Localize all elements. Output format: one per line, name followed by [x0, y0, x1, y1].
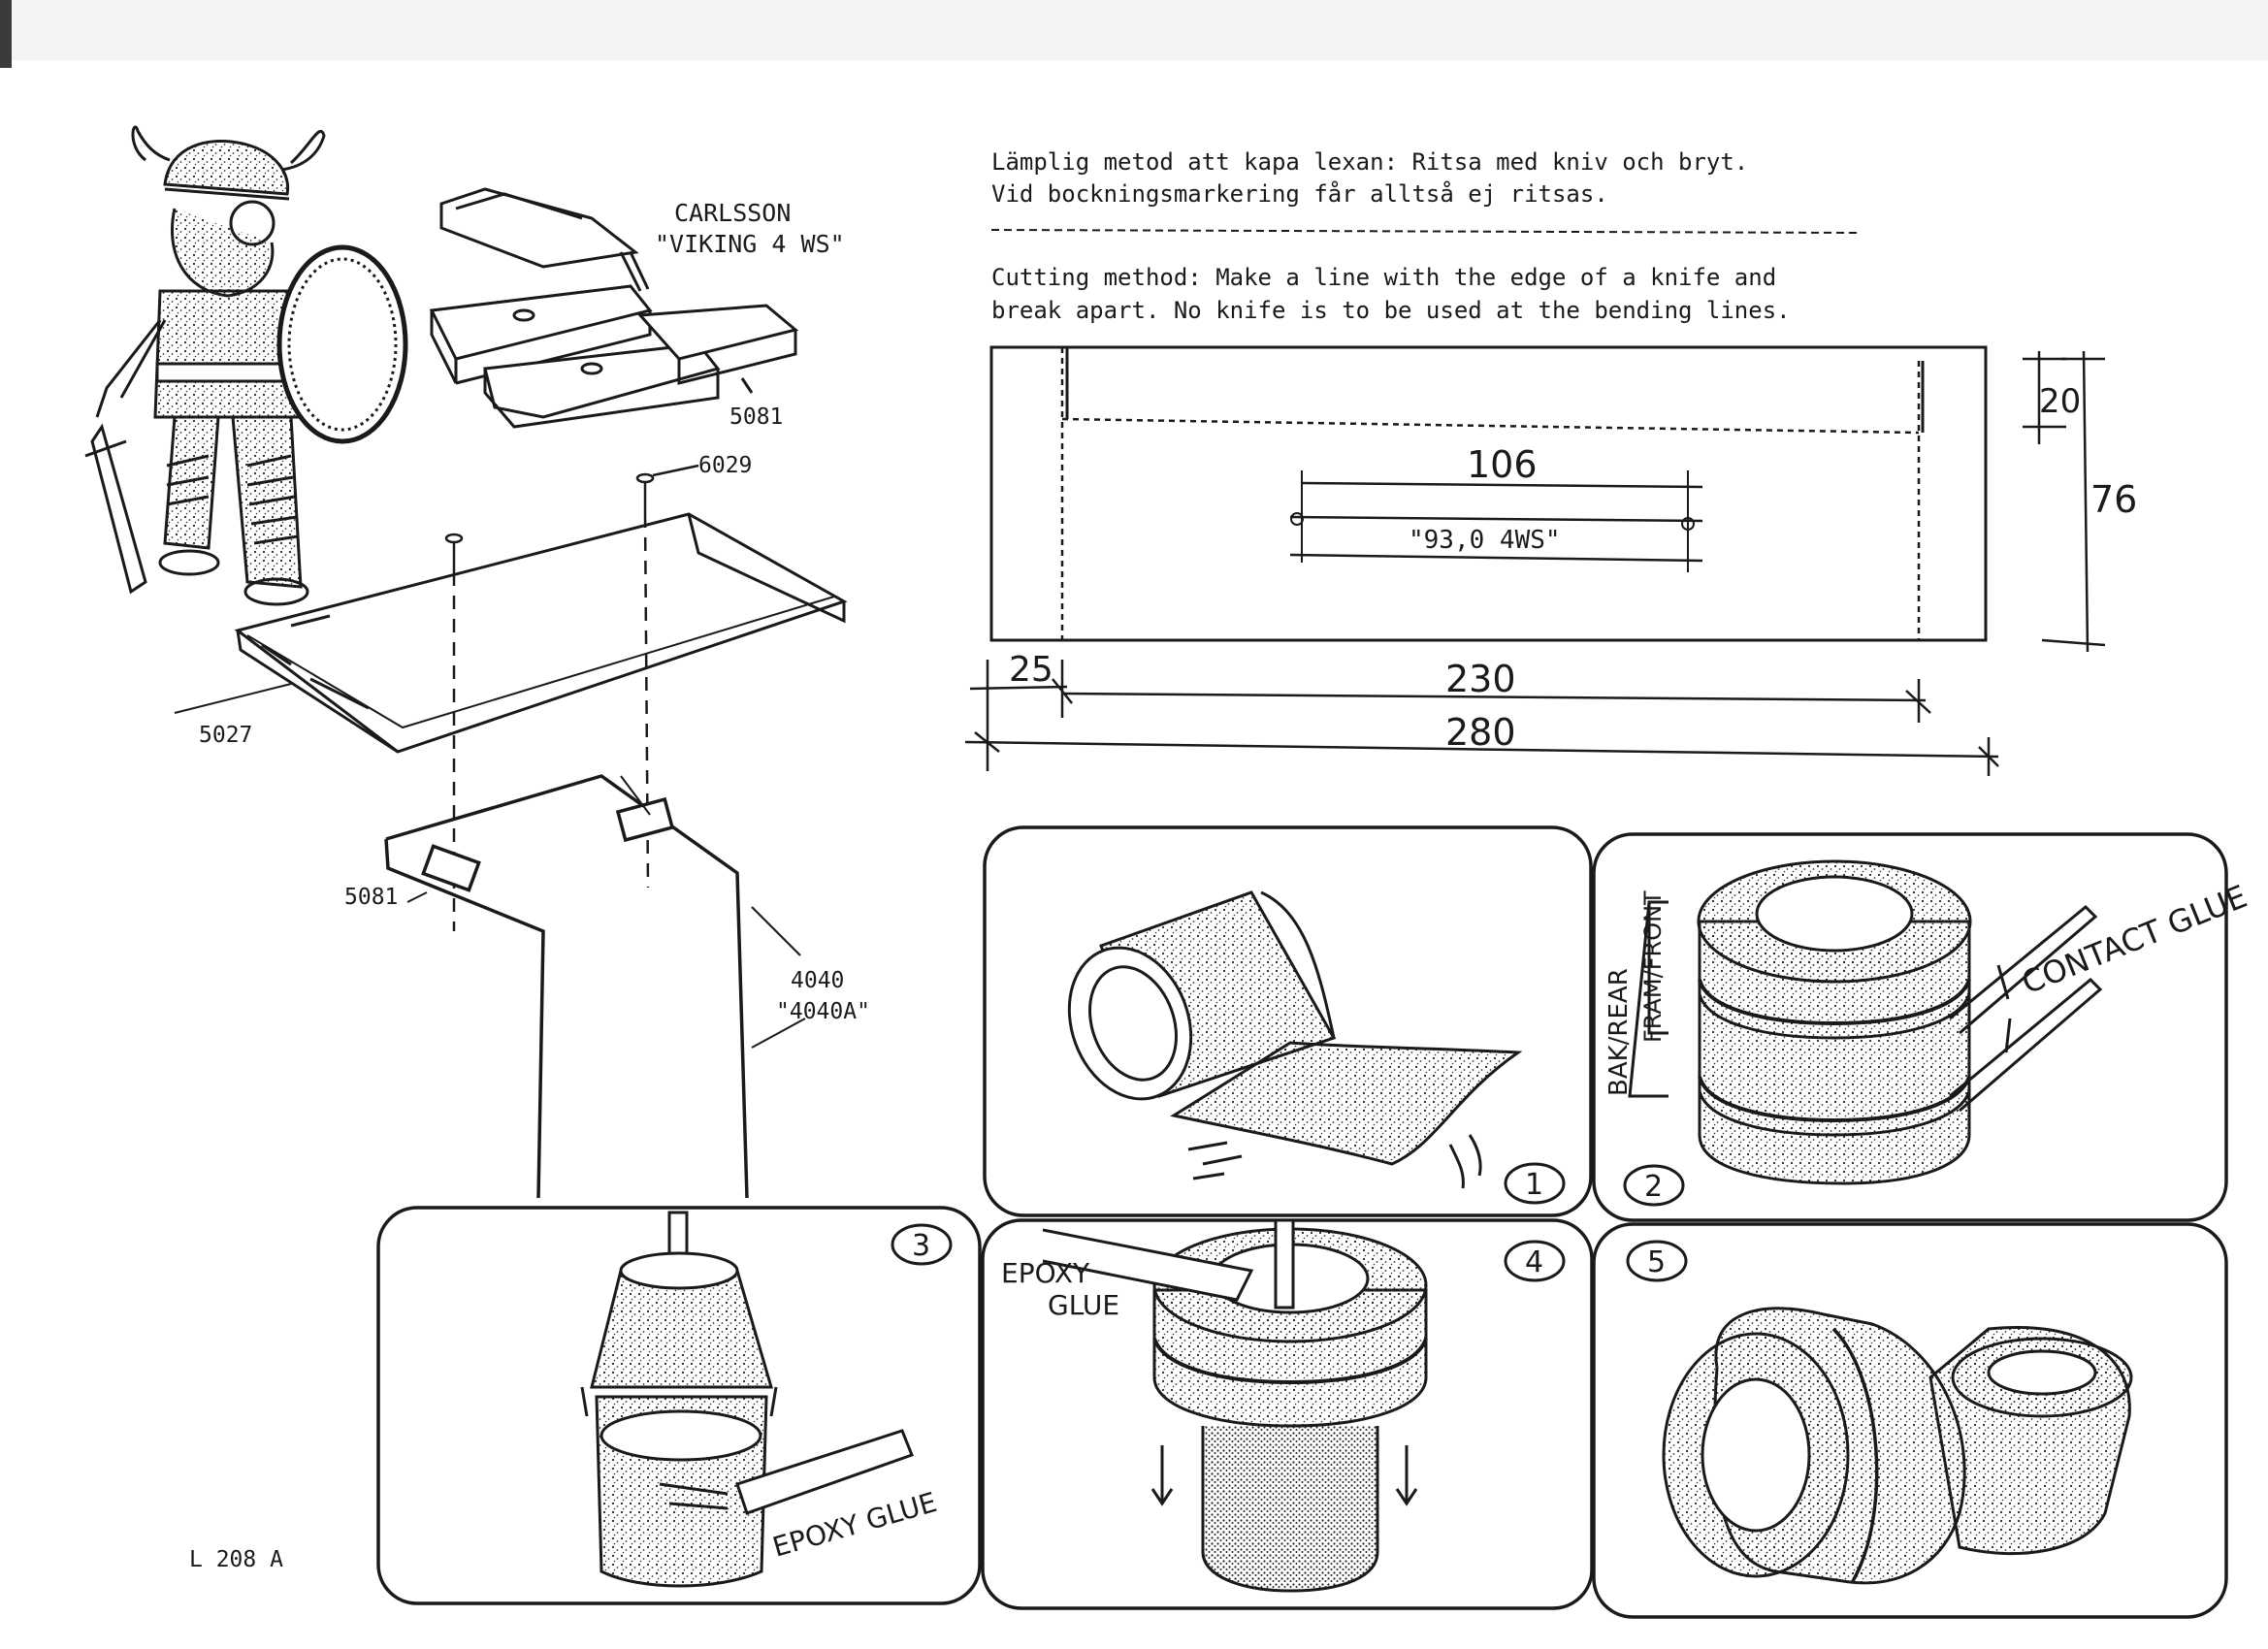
part-label-6029: 6029 [698, 453, 752, 478]
instruction-swedish-line1: Lämplig metod att kapa lexan: Ritsa med … [991, 148, 1748, 176]
dim-20-label: 20 [2039, 382, 2081, 421]
step-number-badges [891, 1162, 1688, 1282]
step1-sanding-drawing [1067, 890, 1523, 1189]
step-1-number: 1 [1525, 1168, 1543, 1202]
part-label-5081-left: 5081 [344, 885, 398, 910]
step-4-number: 4 [1525, 1245, 1543, 1279]
bak-rear-label: BAK/REAR [1604, 968, 1634, 1096]
dim-230-label: 230 [1445, 658, 1516, 700]
part-4040-wire-chassis [384, 774, 806, 1199]
template-dimension-lines [964, 350, 2106, 776]
sheet-code: L 208 A [189, 1547, 283, 1572]
step-3-badge [891, 1223, 953, 1266]
instruction-english-line1: Cutting method: Make a line with the edg… [991, 264, 1776, 291]
step-5-number: 5 [1647, 1245, 1666, 1279]
scan-edge-mark [0, 0, 12, 68]
epoxy-label-step4-line1: EPOXY [1001, 1257, 1090, 1289]
lexan-cut-template [989, 345, 1988, 642]
step-5-badge [1626, 1240, 1688, 1282]
dim-25-label: 25 [1009, 650, 1053, 690]
part-label-4040: 4040 [791, 968, 844, 993]
instruction-divider [990, 229, 1859, 234]
dim-280-label: 280 [1445, 711, 1516, 754]
part-6029-screws [444, 464, 699, 572]
contact-glue-label: CONTACT GLUE [2017, 878, 2252, 1002]
step4-epoxy-drawing [1042, 1218, 1428, 1593]
viking-mascot-icon [84, 125, 408, 606]
step2-ring-stack-drawing [1628, 859, 2103, 1185]
brand-label: CARLSSON [674, 199, 791, 227]
epoxy-label-step4-line2: GLUE [1048, 1289, 1119, 1321]
step-2-badge [1623, 1164, 1685, 1207]
dim-76-label: 76 [2090, 478, 2137, 521]
step-1-badge [1504, 1162, 1566, 1205]
instruction-english-line2: break apart. No knife is to be used at t… [991, 297, 1791, 324]
fram-front-label: FRAM/FRONT [1639, 890, 1667, 1043]
scan-top-margin [0, 0, 2268, 60]
part-label-5027: 5027 [199, 723, 252, 748]
dim-106-label: 106 [1467, 443, 1538, 486]
part-label-5081-top: 5081 [729, 404, 783, 430]
step3-press-drawing [582, 1212, 914, 1588]
step-4-badge [1504, 1240, 1566, 1282]
instruction-swedish-line2: Vid bockningsmarkering får alltså ej rit… [991, 179, 1608, 208]
model-label: "VIKING 4 WS" [655, 230, 845, 258]
part-5027-tray [174, 512, 848, 754]
part-label-4040a: "4040A" [776, 999, 870, 1024]
cutout-label: "93,0 4WS" [1409, 526, 1561, 555]
step-2-number: 2 [1644, 1170, 1663, 1204]
part-5081-box-drawing [429, 187, 799, 429]
step-panels [376, 825, 2228, 1619]
step5-tyres-drawing [1662, 1307, 2133, 1585]
step-3-number: 3 [912, 1229, 930, 1263]
